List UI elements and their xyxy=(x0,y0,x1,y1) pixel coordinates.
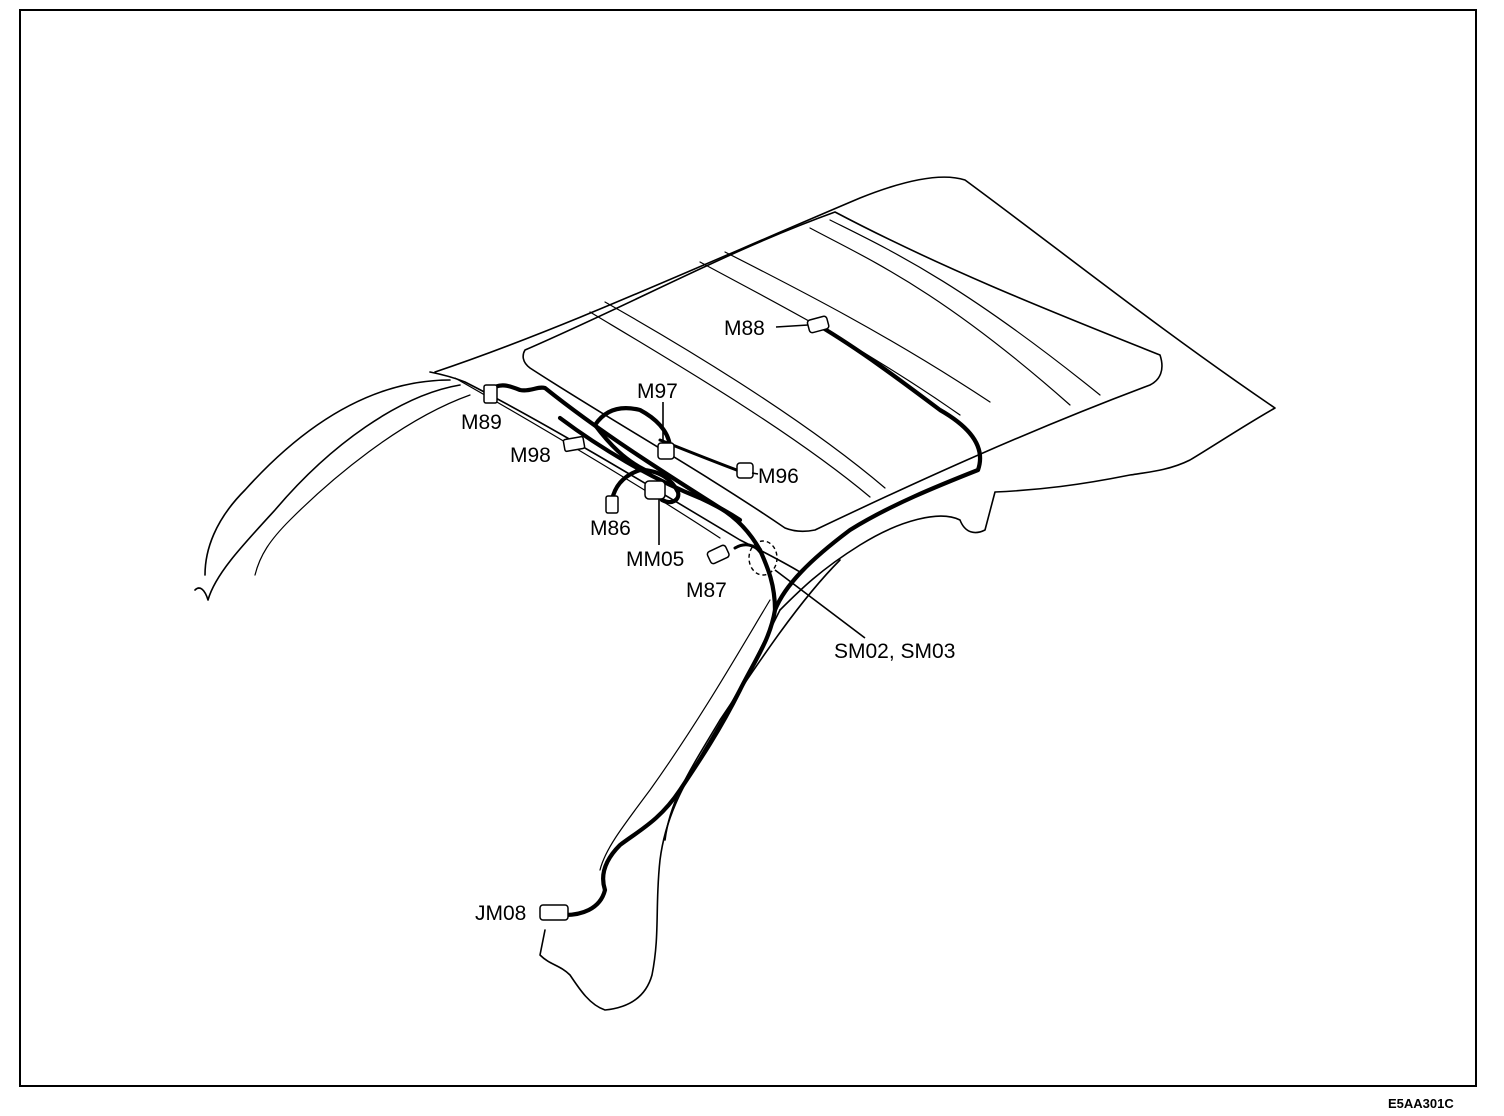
connector-m97 xyxy=(657,442,675,460)
splice-sm02-sm03 xyxy=(748,540,778,576)
diagram-frame xyxy=(19,9,1477,1087)
figure-code: E5AA301C xyxy=(1388,1096,1454,1111)
label-mm05: MM05 xyxy=(626,548,684,571)
label-m86: M86 xyxy=(590,517,631,540)
connector-jm08 xyxy=(539,904,569,921)
connector-m88 xyxy=(806,315,830,334)
connector-labels: M88 M97 M89 M98 M96 M86 MM05 M87 SM02, S… xyxy=(461,317,955,925)
connector-m89 xyxy=(483,384,498,404)
label-jm08: JM08 xyxy=(475,902,526,925)
connector-m96 xyxy=(736,462,754,479)
label-m98: M98 xyxy=(510,444,551,467)
label-m97: M97 xyxy=(637,380,678,403)
connector-m86 xyxy=(605,495,619,514)
label-sm02-sm03: SM02, SM03 xyxy=(834,640,955,663)
label-m87: M87 xyxy=(686,579,727,602)
label-m88: M88 xyxy=(724,317,765,340)
connector-mm05 xyxy=(644,480,666,500)
connector-m87 xyxy=(706,544,730,565)
label-m89: M89 xyxy=(461,411,502,434)
label-m96: M96 xyxy=(758,465,799,488)
vehicle-body-outline xyxy=(194,176,1276,1011)
leader-lines xyxy=(658,324,866,639)
connectors xyxy=(483,315,830,921)
roof-harness xyxy=(487,322,983,918)
connector-m98 xyxy=(562,435,586,453)
